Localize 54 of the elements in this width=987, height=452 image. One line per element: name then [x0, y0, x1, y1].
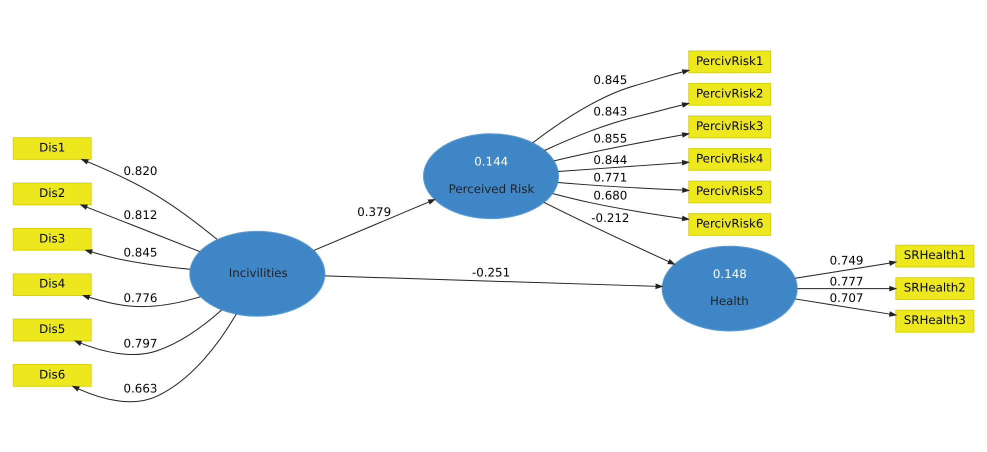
edge-label: 0.843	[593, 104, 628, 118]
edge-label: 0.812	[124, 208, 158, 222]
node-box: Dis4	[12, 272, 92, 296]
edge-label: 0.845	[593, 72, 628, 87]
node-box: SRHealth3	[895, 309, 974, 332]
edge-label: 0.797	[124, 336, 158, 350]
node-box: PercivRisk3	[688, 115, 772, 138]
node-box: PercivRisk1	[688, 50, 772, 73]
node-box: SRHealth2	[895, 276, 974, 300]
node-box: Dis6	[12, 364, 92, 386]
edge-label: 0.771	[593, 170, 628, 184]
arrow	[324, 274, 664, 289]
edge-label: 0.680	[593, 188, 628, 202]
edge-label: 0.855	[593, 130, 628, 145]
arrow	[532, 68, 690, 143]
node-box: PercivRisk2	[688, 82, 772, 106]
node-ellipse: 0.144 Perceived Risk	[423, 132, 560, 219]
arrow	[82, 294, 201, 307]
node-box: Dis1	[12, 136, 92, 160]
arrow	[80, 158, 218, 240]
edge-label: 0.707	[830, 290, 864, 305]
arrow	[794, 260, 898, 278]
edge-label: 0.776	[124, 290, 158, 305]
arrow	[84, 248, 190, 270]
arrow	[544, 102, 690, 150]
arrow	[796, 285, 898, 291]
edge-label: 0.663	[124, 381, 158, 396]
edge-label: 0.820	[124, 163, 158, 178]
arrow	[74, 308, 222, 354]
edge-label: 0.379	[357, 204, 392, 219]
edge-label: 0.845	[124, 245, 158, 260]
node-box: PercivRisk4	[688, 148, 772, 170]
node-ellipse: 0.148 Health	[662, 245, 798, 331]
edge-label: -0.251	[472, 264, 510, 279]
arrow	[552, 192, 690, 221]
edge-label: 0.777	[830, 274, 864, 288]
edge-label: 0.749	[830, 253, 864, 268]
arrow	[544, 201, 676, 264]
node-box: Dis2	[12, 182, 92, 205]
node-box: PercivRisk5	[688, 180, 772, 203]
edge-label: 0.844	[593, 152, 628, 166]
arrow	[80, 204, 200, 252]
arrow	[72, 313, 237, 402]
arrow	[794, 298, 898, 316]
edge-label: -0.212	[591, 210, 630, 225]
arrow	[554, 132, 690, 161]
node-box: Dis5	[12, 318, 92, 341]
node-box: PercivRisk6	[688, 212, 772, 236]
node-ellipse: Incivilities	[189, 230, 326, 316]
node-box: Dis3	[12, 227, 92, 250]
arrow	[313, 198, 436, 250]
arrow	[558, 159, 690, 172]
node-box: SRHealth1	[895, 244, 974, 267]
arrow	[558, 181, 690, 192]
